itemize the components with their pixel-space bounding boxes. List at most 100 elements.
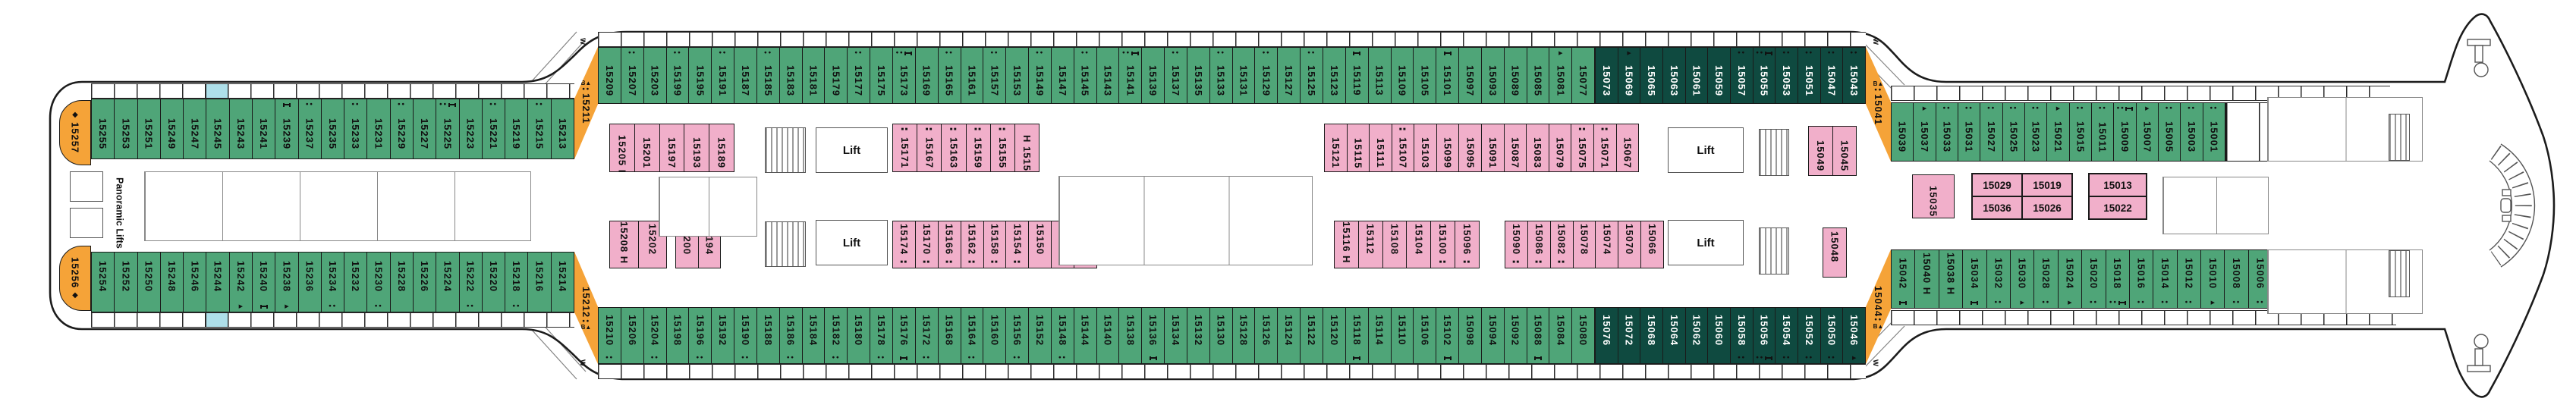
cabin-icons: ●● bbox=[2232, 297, 2241, 308]
cabin-number: 15045 bbox=[1838, 140, 1851, 172]
cabin-15220: 15220 bbox=[482, 253, 506, 312]
cabin-number: 15184 bbox=[807, 314, 819, 347]
twin-dots-icon: ●● bbox=[1262, 49, 1271, 55]
cabin-icons: ■■ bbox=[968, 257, 976, 268]
cabin-number: 15168 bbox=[943, 314, 955, 347]
twin-dots-icon: ●● bbox=[1737, 49, 1746, 55]
cabin-15185: ●●15185 bbox=[756, 48, 780, 103]
cabin-15245: 15245 bbox=[206, 99, 230, 158]
cabin-icons: ●● bbox=[1217, 48, 1225, 58]
cabin-15029: 15029 bbox=[1972, 174, 2022, 196]
cabin-15012: 15012●● bbox=[2177, 250, 2202, 308]
twin-squares-icon: ■■ bbox=[1463, 260, 1471, 265]
cabin-icons: ●● bbox=[467, 301, 475, 312]
twin-dots-icon: ●● bbox=[1987, 105, 1996, 111]
cabin-15128: 15128 bbox=[1232, 308, 1256, 363]
cabin-15059: 15059 bbox=[1708, 48, 1731, 103]
cabin-number: 15054 bbox=[1781, 314, 1793, 347]
cabin-icons: ●● bbox=[1036, 48, 1044, 58]
cabin-15226: 15226 bbox=[413, 253, 437, 312]
cabin-15248: 15248 bbox=[160, 253, 184, 312]
cabin-15007: ▶15007 bbox=[2136, 103, 2159, 161]
cabin-number: 15051 bbox=[1803, 64, 1815, 97]
cabin-number: 15006 bbox=[2254, 258, 2266, 290]
cabin-number: 15008 bbox=[2231, 258, 2243, 290]
cabin-icons: ●● bbox=[512, 301, 521, 312]
twin-dots-icon: ●● bbox=[489, 101, 498, 107]
cabin-icons: ●● bbox=[1850, 48, 1858, 58]
cabin-15021: ▶15021 bbox=[2047, 103, 2070, 161]
twin-dots-icon: ●● bbox=[2256, 299, 2265, 305]
cabin-icons: ●● bbox=[1738, 48, 1746, 58]
cabin-icons: ●● bbox=[2210, 103, 2218, 114]
triangle-icon: ▶ bbox=[2055, 105, 2061, 111]
cabin-icons: ●● bbox=[1307, 48, 1316, 58]
twin-dots-icon: ●● bbox=[2188, 105, 2196, 111]
cabin-number: 15082 bbox=[1555, 223, 1568, 256]
cabin-number: 15161 bbox=[966, 64, 978, 97]
cabin-number: 15071 bbox=[1599, 137, 1611, 169]
highlight-balcony-cell bbox=[206, 83, 228, 99]
cabin-number: 15108 bbox=[1389, 223, 1401, 256]
cabin-icons: ●● bbox=[895, 48, 913, 58]
twin-dots-icon: ●● bbox=[922, 354, 931, 360]
cabin-number: 15186 bbox=[785, 314, 797, 347]
cabin-icons bbox=[259, 301, 268, 312]
cabin-15013: 15013 bbox=[2089, 174, 2147, 196]
cabin-number: 15160 bbox=[989, 314, 1001, 347]
cabin-number: 15012 bbox=[2183, 258, 2195, 290]
cabin-number: 15247 bbox=[189, 118, 201, 150]
twin-squares-icon: ■■ bbox=[1398, 127, 1408, 132]
cabin-15199: ●●15199 bbox=[666, 48, 690, 103]
cabin-number: 15213 bbox=[556, 118, 568, 150]
cabin-number: 15208 H bbox=[618, 221, 630, 265]
cabin-number: 15109 bbox=[1396, 64, 1408, 97]
cabin-15162: 15162■■ bbox=[961, 221, 984, 268]
cabin-number: 15076 bbox=[1600, 314, 1612, 347]
cabin-icons: ●● bbox=[877, 353, 885, 363]
cabin-number: 15089 bbox=[1509, 64, 1521, 97]
cabin-icons: ●● bbox=[605, 353, 614, 363]
cabin-15019: 15019 bbox=[2022, 174, 2072, 196]
cabin-15157: ●●15157 bbox=[983, 48, 1007, 103]
cabin-number: 15104 bbox=[1413, 223, 1425, 256]
cabin-icons: ▶ bbox=[239, 301, 243, 312]
cabin-15053: ●●15053 bbox=[1776, 48, 1799, 103]
cabin-15024: 15024▶ bbox=[2058, 250, 2083, 308]
cabin-icons: ●● bbox=[945, 48, 954, 58]
cabin-number: 15044 bbox=[1873, 285, 1884, 318]
cabin-number: 15147 bbox=[1056, 64, 1068, 97]
cabin-15077: 15077 bbox=[1572, 48, 1595, 103]
twin-dots-icon: ●● bbox=[719, 49, 728, 55]
cabin-icons: ●●B▲ bbox=[581, 318, 592, 331]
cabin-icons bbox=[1443, 48, 1452, 58]
cabin-15138: 15138 bbox=[1119, 308, 1143, 363]
triangle-icon: ▶ bbox=[1922, 105, 1927, 111]
cabin-number: 15165 bbox=[943, 64, 955, 97]
cabin-15097: 15097 bbox=[1459, 48, 1482, 103]
cabin-number: 15068 bbox=[1646, 314, 1658, 347]
cabin-15174: 15174■■ bbox=[893, 221, 916, 268]
twin-squares-icon: ■■ bbox=[900, 260, 908, 265]
cabin-15192: 15192 bbox=[712, 308, 735, 363]
twin-dots-icon: ●● bbox=[512, 303, 521, 309]
cabin-15100: 15100■■ bbox=[1431, 221, 1456, 268]
cabin-15147: 15147 bbox=[1051, 48, 1074, 103]
cabin-15073: 15073 bbox=[1596, 48, 1618, 103]
cabin-15031: ●●15031 bbox=[1958, 103, 1981, 161]
cabin-15126: 15126 bbox=[1255, 308, 1279, 363]
cabin-icons: B▲●● bbox=[1873, 81, 1884, 93]
cabin-number: 15227 bbox=[419, 118, 431, 150]
cabin-15008: 15008 ●● bbox=[2225, 250, 2249, 308]
cabin-15124: 15124 bbox=[1278, 308, 1301, 363]
cabin-number: 15097 bbox=[1464, 64, 1476, 97]
cabin-15112: 15112 bbox=[1358, 221, 1383, 268]
cabin-15170: 15170■■ bbox=[915, 221, 939, 268]
twin-dots-icon: ●● bbox=[305, 101, 314, 107]
cabin-number: 15106 bbox=[1419, 314, 1431, 347]
sofa-bar-icon bbox=[1149, 356, 1157, 360]
